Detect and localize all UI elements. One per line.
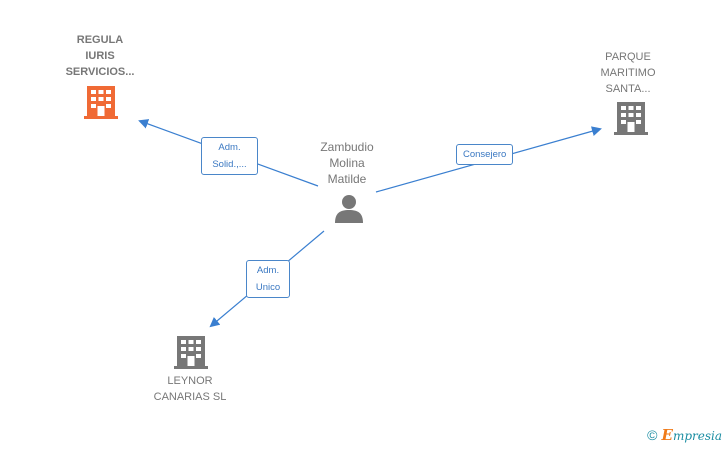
relation-label-parque[interactable]: Consejero [456,144,514,165]
building-icon[interactable] [84,84,118,120]
company-label-regula[interactable]: REGULA IURIS SERVICIOS... [65,34,135,78]
company-label-leynor[interactable]: LEYNOR CANARIAS SL [153,375,227,403]
relation-label-regula[interactable]: Adm. Solid.,... [201,137,258,175]
brand-logo-initial: E [661,426,673,444]
relation-label-leynor[interactable]: Adm. Unico [246,260,290,298]
copyright-symbol: © [647,427,658,443]
building-icon[interactable] [174,334,208,370]
building-icon[interactable] [614,100,648,136]
company-label-parque[interactable]: PARQUE MARITIMO SANTA... [600,51,656,95]
person-name[interactable]: Zambudio Molina Matilde [320,140,374,186]
brand-footer: ©Empresia [647,426,722,444]
brand-name: mpresia [672,429,722,443]
person-icon[interactable] [334,194,364,224]
